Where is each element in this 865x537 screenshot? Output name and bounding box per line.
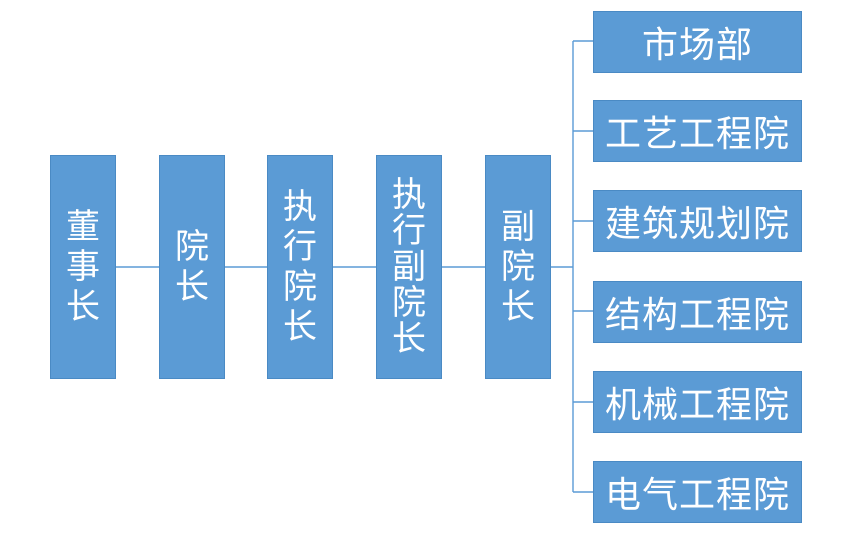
node-chairman-label: 董事长 — [66, 207, 100, 327]
dept-structural-engineering-label: 结构工程院 — [604, 295, 790, 336]
node-executive-vice-president-label: 执行副院长 — [392, 177, 426, 357]
label-char: 执 — [283, 187, 317, 227]
label-char: 副 — [501, 207, 535, 247]
node-executive-vice-president: 执行副院长 — [376, 155, 442, 379]
dept-architecture-planning: 建筑规划院 — [593, 190, 802, 252]
dept-mechanical-engineering-label: 机械工程院 — [604, 385, 790, 426]
dept-electrical-engineering-label: 电气工程院 — [604, 475, 790, 516]
label-char: 执 — [392, 175, 426, 215]
node-vice-president: 副院长 — [485, 155, 551, 379]
node-vice-president-label: 副院长 — [501, 207, 535, 327]
dept-marketing: 市场部 — [593, 11, 802, 73]
label-char: 院 — [392, 283, 426, 323]
dept-marketing-label: 市场部 — [641, 25, 753, 66]
dept-architecture-planning-label: 建筑规划院 — [604, 204, 790, 245]
node-chairman: 董事长 — [50, 155, 116, 379]
label-char: 行 — [392, 211, 426, 251]
label-char: 长 — [175, 267, 209, 307]
node-executive-president-label: 执行院长 — [283, 187, 317, 347]
label-char: 长 — [501, 287, 535, 327]
node-president-label: 院长 — [175, 227, 209, 307]
node-president: 院长 — [159, 155, 225, 379]
label-char: 长 — [66, 287, 100, 327]
dept-process-engineering-label: 工艺工程院 — [604, 114, 790, 155]
label-char: 副 — [392, 247, 426, 287]
dept-structural-engineering: 结构工程院 — [593, 281, 802, 343]
label-char: 行 — [283, 227, 317, 267]
dept-mechanical-engineering: 机械工程院 — [593, 371, 802, 433]
label-char: 董 — [66, 207, 100, 247]
node-executive-president: 执行院长 — [267, 155, 333, 379]
dept-process-engineering: 工艺工程院 — [593, 100, 802, 162]
label-char: 事 — [66, 247, 100, 287]
label-char: 院 — [283, 267, 317, 307]
label-char: 长 — [392, 319, 426, 359]
dept-electrical-engineering: 电气工程院 — [593, 461, 802, 523]
label-char: 长 — [283, 307, 317, 347]
label-char: 院 — [175, 227, 209, 267]
label-char: 院 — [501, 247, 535, 287]
